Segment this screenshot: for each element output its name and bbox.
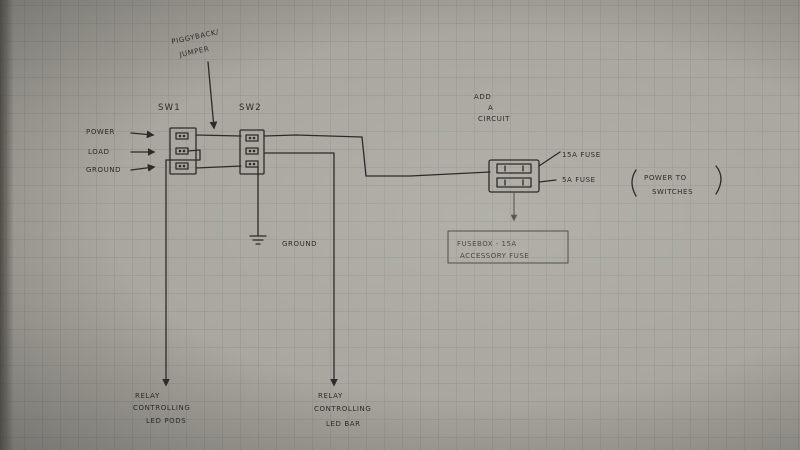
- ground-in-label: GROUND: [86, 166, 121, 174]
- fuse-15a-label: 15A FUSE: [562, 151, 601, 159]
- wire-to-fuse: [263, 134, 491, 177]
- power-arrow: [130, 130, 155, 139]
- fusebox-accessory-fuse-box: FUSEBOX - 15A ACCESSORY FUSE: [447, 230, 569, 264]
- sw2-label: SW2: [239, 103, 262, 113]
- wire-to-relay-pods: [162, 149, 201, 387]
- fusebox-line1: FUSEBOX - 15A: [457, 240, 517, 248]
- notebook-edge: [0, 0, 14, 450]
- add-circuit-line1: ADD: [474, 93, 491, 101]
- paren-close: [715, 165, 722, 195]
- switch-sw1: [169, 127, 197, 175]
- jumper-wire-power: [195, 134, 242, 137]
- load-label: LOAD: [88, 148, 110, 156]
- paren-open: [631, 169, 637, 197]
- piggyback-label-line1: PIGGYBACK/: [171, 28, 220, 46]
- add-circuit-line3: CIRCUIT: [478, 115, 510, 123]
- power-label: POWER: [86, 128, 115, 136]
- piggyback-label-line2: JUMPER: [178, 45, 210, 59]
- ground-out-label: GROUND: [282, 240, 317, 248]
- relay-bar-line1: RELAY: [318, 392, 343, 400]
- fuse-5a-label: 5A FUSE: [562, 176, 596, 184]
- add-a-circuit-fuse-holder: [488, 159, 540, 193]
- switch-sw2: [239, 129, 265, 175]
- fuse-5a-leader: [538, 179, 557, 183]
- fuse-15a-leader: [538, 151, 561, 167]
- ground-in-arrow: [130, 163, 156, 172]
- relay-pods-line1: RELAY: [135, 392, 160, 400]
- relay-pods-line2: CONTROLLING: [133, 404, 190, 412]
- sw1-label: SW1: [158, 103, 181, 113]
- power-to-line2: SWITCHES: [652, 188, 693, 196]
- fusebox-line2: ACCESSORY FUSE: [460, 252, 529, 260]
- relay-bar-line3: LED BAR: [326, 420, 361, 428]
- wire-to-relay-bar: [263, 152, 338, 387]
- power-to-line1: POWER TO: [644, 174, 687, 182]
- add-circuit-line2: A: [488, 104, 493, 112]
- jumper-wire-ground: [195, 165, 242, 169]
- piggyback-arrow: [207, 61, 218, 130]
- ground-symbol-icon: [249, 235, 267, 245]
- relay-pods-line3: LED PODS: [146, 417, 186, 425]
- relay-bar-line2: CONTROLLING: [314, 405, 371, 413]
